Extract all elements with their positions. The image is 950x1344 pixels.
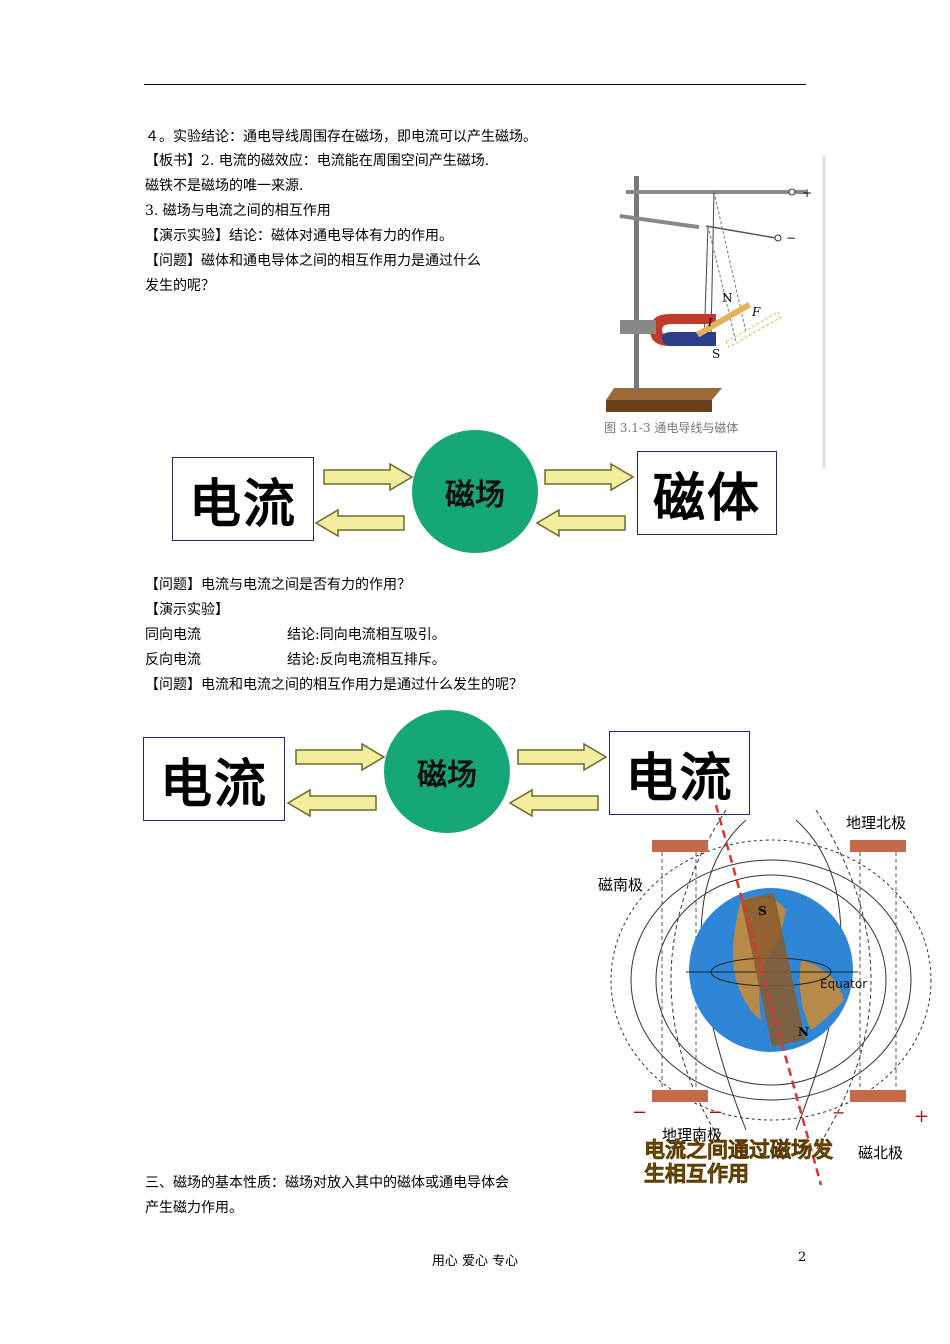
F-label: F: [751, 305, 761, 319]
text-line: 反向电流 结论:反向电流相互排斥。: [145, 651, 446, 669]
magnetic-field-circle: 磁场: [384, 710, 510, 833]
arrow-right: [323, 462, 414, 492]
N-label: N: [722, 291, 733, 305]
overlay-line-2: 生相互作用: [644, 1161, 749, 1186]
plus-label: +: [802, 186, 812, 200]
text-line: ４。实验结论：通电导线周围存在磁场，即电流可以产生磁场。: [145, 129, 537, 145]
I-label: I: [707, 316, 713, 329]
mag-south-label: 磁南极: [598, 876, 643, 894]
S-label: S: [712, 347, 720, 361]
svg-text:−: −: [832, 1103, 845, 1122]
arrow-right: [295, 742, 386, 772]
svg-text:−: −: [708, 1102, 723, 1123]
minus-label: −: [786, 231, 796, 245]
current-box-right: 电流: [609, 731, 750, 815]
opposite-direction-label: 反向电流: [145, 652, 201, 668]
svg-text:−: −: [632, 1102, 647, 1123]
text-line: 【问题】电流与电流之间是否有力的作用？: [145, 577, 411, 593]
geo-south-label: 地理南极: [662, 1126, 722, 1144]
arrow-left: [508, 788, 599, 818]
earth-field-figure: − − − + S N Equator 地理北极 磁南极 地理南极 磁北极 电流…: [596, 800, 942, 1190]
same-direction-label: 同向电流: [145, 627, 201, 643]
equator-label: Equator: [820, 977, 867, 991]
page-number: 2: [798, 1250, 807, 1265]
text-line: 磁铁不是磁场的唯一来源.: [145, 178, 304, 194]
text-line: 同向电流 结论:同向电流相互吸引。: [145, 626, 446, 644]
apparatus-figure: + − N S F I 图 3.1-3 通电导线与磁体: [596, 156, 828, 470]
current-box: 电流: [143, 737, 285, 821]
arrow-right: [517, 742, 608, 772]
overlay-line-1: 电流之间通过磁场发: [644, 1137, 834, 1162]
text-line: 三、磁场的基本性质：磁场对放入其中的磁体或通电导体会: [145, 1175, 509, 1191]
arrow-left: [286, 788, 377, 818]
geo-north-label: 地理北极: [846, 814, 906, 832]
header-rule: [144, 84, 806, 85]
arrow-right: [544, 462, 635, 492]
footer-text: 用心 爱心 专心: [431, 1254, 519, 1269]
text-line: 【问题】磁体和通电导体之间的相互作用力是通过什么: [145, 253, 481, 269]
apparatus-caption: 图 3.1-3 通电导线与磁体: [604, 420, 738, 435]
text-line: 【演示实验】: [145, 602, 229, 618]
mag-north-label: 磁北极: [858, 1144, 903, 1162]
text-line: 【问题】电流和电流之间的相互作用力是通过什么发生的呢？: [145, 677, 523, 693]
text-line: 发生的呢？: [145, 278, 215, 294]
earth-S-label: S: [758, 904, 767, 918]
magnet-box: 磁体: [637, 451, 777, 535]
same-direction-conclusion: 结论:同向电流相互吸引。: [287, 627, 446, 643]
magnetic-field-circle: 磁场: [412, 430, 538, 553]
arrow-left: [314, 508, 405, 538]
text-line: 产生磁力作用。: [145, 1200, 243, 1216]
current-box: 电流: [172, 457, 314, 541]
svg-text:+: +: [914, 1106, 929, 1127]
text-line: 【板书】2. 电流的磁效应：电流能在周围空间产生磁场.: [145, 153, 490, 169]
arrow-left: [535, 508, 626, 538]
text-line: 3. 磁场与电流之间的相互作用: [145, 203, 331, 219]
earth-N-label: N: [798, 1025, 809, 1039]
opposite-direction-conclusion: 结论:反向电流相互排斥。: [287, 652, 446, 668]
text-line: 【演示实验】结论：磁体对通电导体有力的作用。: [145, 228, 453, 244]
